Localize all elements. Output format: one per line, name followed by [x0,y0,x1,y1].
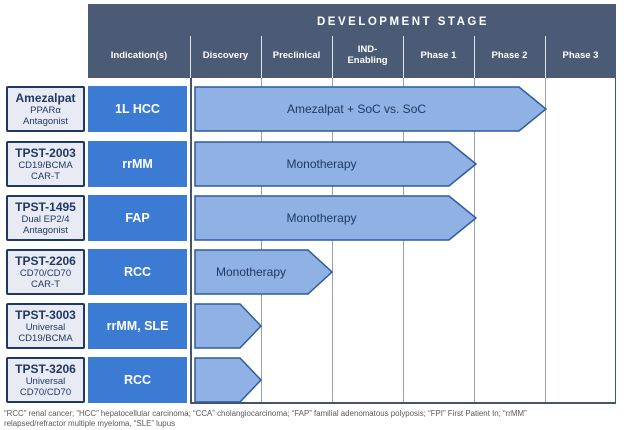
stage-grid [190,78,616,404]
header-divider [545,36,546,78]
arrow-label: Amezalpat + SoC vs. SoC [286,102,427,116]
program-name: TPST-3003 [15,307,76,322]
grid-line [474,78,475,404]
program-target: Universal [25,321,66,333]
column-header-phase2: Phase 2 [491,49,528,61]
program-modality: CAR-T [30,170,61,182]
arrow-shape [194,141,477,187]
grid-line [545,78,546,404]
program-box-tpst-3003: TPST-3003 Universal CD19/BCMA [6,303,85,349]
indication-cell: rrMM, SLE [88,303,187,349]
grid-line [332,78,333,404]
program-modality: Antagonist [23,115,68,127]
program-name: TPST-1495 [15,199,76,214]
header-divider [332,36,333,78]
column-header-preclinical: Preclinical [272,49,321,61]
program-name: TPST-2206 [15,253,76,268]
pipeline-arrow-amezalpat: Amezalpat + SoC vs. SoC [194,86,547,132]
grid-line [615,78,616,404]
program-box-amezalpat: Amezalpat PPARα Antagonist [6,86,85,132]
arrow-label: Monotherapy [215,265,287,279]
header-divider [261,36,262,78]
arrow-shape [194,357,262,403]
arrow-shape [194,303,262,349]
column-header-indications: Indication(s) [110,49,168,61]
program-name: TPST-3206 [15,361,76,376]
program-target: Universal [25,375,66,387]
footnote: “RCC” renal cancer; “HCC” hepatocellular… [4,409,527,429]
grid-line [261,78,262,404]
indication-cell: RCC [88,357,187,403]
program-name: TPST-2003 [15,145,76,160]
arrow-label: Monotherapy [286,211,357,225]
program-box-tpst-2206: TPST-2206 CD70/CD70 CAR-T [6,249,85,295]
column-header-ind-enabling: IND- Enabling [347,44,388,66]
header-divider [190,36,191,78]
development-stage-header: DEVELOPMENT STAGE Indication(s) Discover… [88,4,616,78]
arrow-label: Monotherapy [286,157,357,171]
pipeline-arrow-tpst-2206: Monotherapy [194,249,333,295]
program-box-tpst-1495: TPST-1495 Dual EP2/4 Antagonist [6,195,85,241]
program-modality: CD70/CD70 [19,386,72,398]
column-header-discovery: Discovery [202,49,249,61]
program-target: Dual EP2/4 [21,213,70,225]
pipeline-arrow-tpst-2003: Monotherapy [194,141,477,187]
indication-cell: RCC [88,249,187,295]
indication-cell: 1L HCC [88,86,187,132]
program-box-tpst-3206: TPST-3206 Universal CD70/CD70 [6,357,85,403]
header-divider [403,36,404,78]
column-header-phase3: Phase 3 [562,49,599,61]
grid-line [190,78,192,404]
column-header-phase1: Phase 1 [420,49,457,61]
program-box-tpst-2003: TPST-2003 CD19/BCMA CAR-T [6,141,85,187]
program-target: CD70/CD70 [19,267,72,279]
grid-bottom-border [190,402,616,404]
header-title: DEVELOPMENT STAGE [317,16,489,28]
program-modality: Antagonist [23,224,68,236]
pipeline-arrow-tpst-3206 [194,357,262,403]
program-modality: CD19/BCMA [18,332,73,344]
arrow-shape [194,249,333,295]
pipeline-arrow-tpst-3003 [194,303,262,349]
pipeline-arrow-tpst-1495: Monotherapy [194,195,477,241]
grid-line [403,78,404,404]
arrow-shape [194,195,477,241]
program-name: Amezalpat [15,90,76,105]
program-target: PPARα [30,104,61,116]
arrow-shape [194,86,547,132]
indication-cell: FAP [88,195,187,241]
indication-cell: rrMM [88,141,187,187]
program-modality: CAR-T [30,278,61,290]
program-target: CD19/BCMA [18,159,73,171]
header-divider [474,36,475,78]
